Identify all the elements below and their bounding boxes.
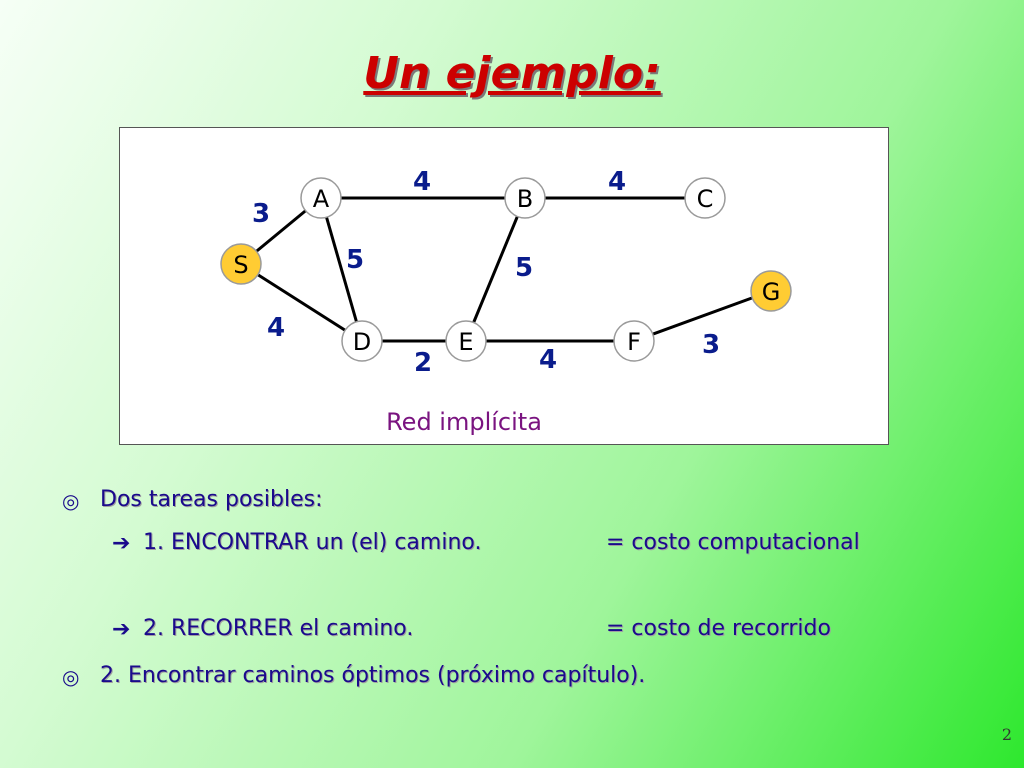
edge-weight-f-g: 3 [702,330,720,360]
bullet-text-1: Dos tareas posibles: [100,487,323,512]
node-g [750,270,792,312]
edge-f-g [633,289,772,343]
edge-weight-b-c: 4 [608,167,626,197]
page-number: 2 [1001,725,1012,744]
edge-weight-d-e: 2 [414,348,432,378]
arrow-right-icon: ➔ [112,617,131,642]
edge-weight-a-b: 4 [413,167,431,197]
diagram-caption: Red implícita [386,408,542,436]
node-label-f: F [627,328,641,356]
node-b [504,177,546,219]
bullet-icon: ◎ [62,489,80,513]
subitem-1-left: 1. ENCONTRAR un (el) camino. [143,530,482,555]
node-label-c: C [697,185,714,213]
bullet-icon: ◎ [62,665,80,689]
edge-a-d [319,197,364,342]
bullet-text-2: 2. Encontrar caminos óptimos (próximo ca… [100,663,646,688]
edge-weight-b-e: 5 [515,253,533,283]
graph-diagram: S A B C D E F G 3 4 4 5 5 4 2 4 3 Red implícita [119,127,889,445]
edge-b-e [464,197,527,342]
subitem-2-right: = costo de recorrido [606,616,831,641]
node-e [445,320,487,362]
graph-svg: S A B C D E F G 3 4 4 5 5 4 2 4 3 Red implícita [220,167,792,436]
node-label-d: D [353,328,371,356]
node-a [300,177,342,219]
edge-weight-e-f: 4 [539,345,557,375]
subitem-2-left: 2. RECORRER el camino. [143,616,414,641]
node-d [341,320,383,362]
node-label-e: E [458,328,473,356]
node-f [613,320,655,362]
node-c [684,177,726,219]
node-label-b: B [517,185,533,213]
node-label-a: A [313,185,330,213]
edge-weight-s-d: 4 [267,313,285,343]
slide-title: Un ejemplo: [363,48,661,99]
edge-weight-s-a: 3 [252,199,270,229]
node-s [220,243,262,285]
node-label-s: S [233,251,248,279]
edge-s-d [240,262,363,343]
edge-weight-a-d: 5 [346,245,364,275]
arrow-right-icon: ➔ [112,531,131,556]
node-label-g: G [762,278,781,306]
subitem-1-right: = costo computacional [606,530,860,555]
